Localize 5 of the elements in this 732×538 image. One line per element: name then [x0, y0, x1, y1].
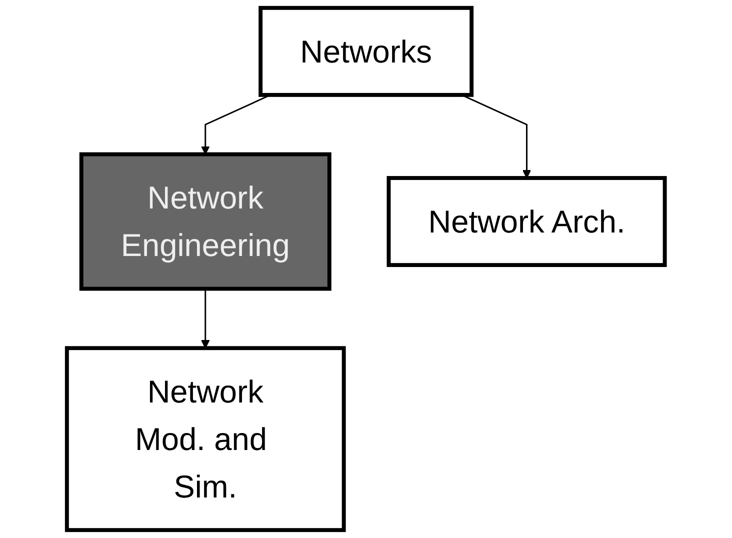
- node-box: Networks: [258, 6, 474, 97]
- arrow: [201, 288, 210, 348]
- node-box: Network Engineering: [80, 152, 332, 291]
- node-box: Network Mod. and Sim.: [65, 346, 346, 532]
- node-box: Network Arch.: [386, 176, 667, 268]
